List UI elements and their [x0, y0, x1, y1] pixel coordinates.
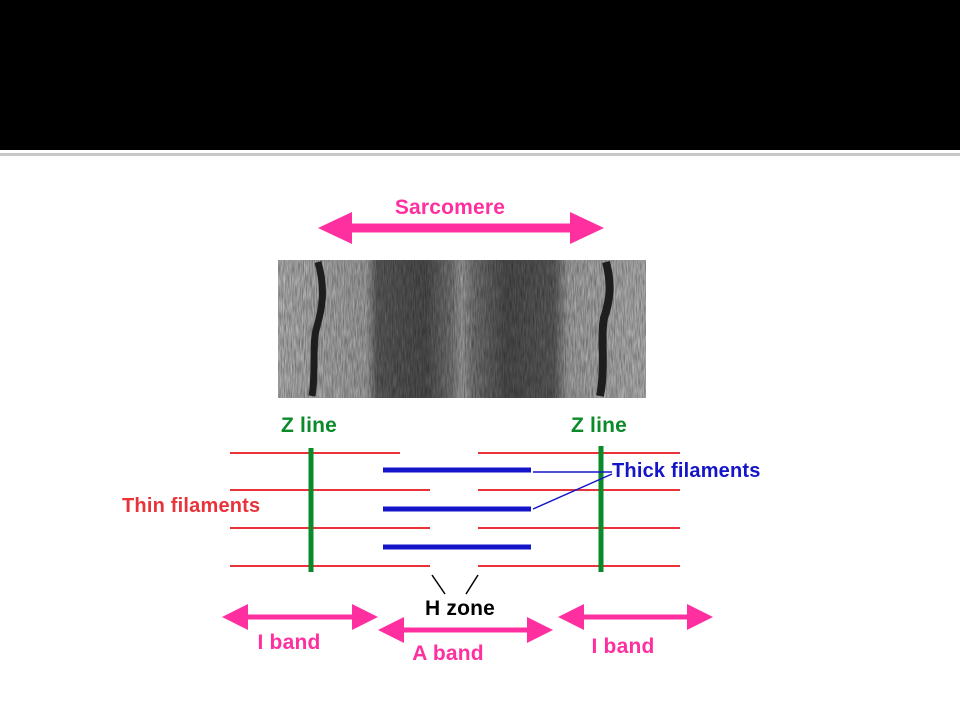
- i-band-right-arrow: [558, 604, 713, 630]
- sarcomere-arrow: [318, 212, 604, 244]
- i-band-right-label: I band: [591, 635, 654, 658]
- z-line-right-label: Z line: [571, 414, 627, 437]
- thick-filaments-leaders: [532, 471, 613, 510]
- thin-filaments-label: Thin filaments: [122, 495, 260, 517]
- thick-filaments: [383, 467, 531, 550]
- thick-filaments-label: Thick filaments: [612, 460, 761, 482]
- h-zone-pointers: [431, 574, 479, 595]
- i-band-left-arrow: [222, 604, 378, 630]
- a-band-label: A band: [412, 642, 484, 665]
- slide-header-band: [0, 0, 960, 150]
- sarcomere-micrograph: [278, 260, 646, 398]
- a-band-arrow: [378, 617, 553, 643]
- header-divider: [0, 153, 960, 156]
- z-line-left-label: Z line: [281, 414, 337, 437]
- i-band-left-label: I band: [257, 631, 320, 654]
- thin-filaments: [230, 452, 680, 567]
- z-lines: [308, 446, 604, 572]
- h-zone-label: H zone: [425, 597, 495, 620]
- sarcomere-label: Sarcomere: [395, 196, 505, 219]
